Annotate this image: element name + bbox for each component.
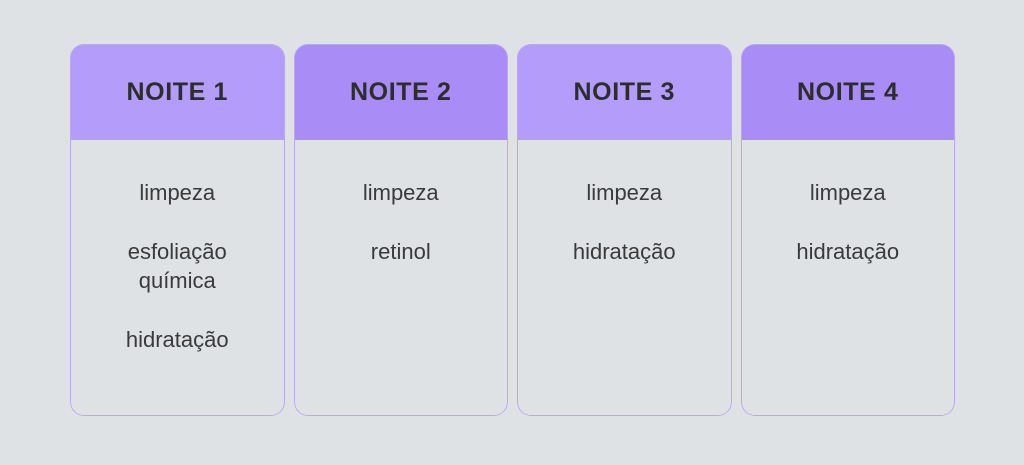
card-header-noite-4: NOITE 4 (740, 44, 955, 140)
routine-step: limpeza (586, 180, 663, 205)
card-header-noite-2: NOITE 2 (293, 44, 508, 140)
card-title: NOITE 3 (573, 77, 675, 106)
card-title: NOITE 2 (350, 77, 452, 106)
card-body-noite-1: limpeza esfoliação química hidratação (70, 140, 285, 416)
routine-card-noite-3[interactable]: NOITE 3 limpeza hidratação (517, 44, 732, 416)
card-body-noite-2: limpeza retinol (293, 140, 508, 416)
card-title: NOITE 4 (797, 77, 899, 106)
night-routine-board: NOITE 1 limpeza esfoliação química hidra… (70, 44, 955, 416)
card-body-noite-3: limpeza hidratação (517, 140, 732, 416)
card-body-noite-4: limpeza hidratação (740, 140, 955, 416)
routine-step: limpeza (809, 180, 886, 205)
routine-step: limpeza (139, 180, 216, 205)
routine-step: retinol (370, 239, 431, 265)
routine-card-noite-4[interactable]: NOITE 4 limpeza hidratação (740, 44, 955, 416)
routine-step: hidratação (125, 327, 229, 353)
routine-step: limpeza (362, 180, 439, 205)
routine-step: hidratação (572, 239, 676, 265)
card-header-noite-1: NOITE 1 (70, 44, 285, 140)
routine-card-noite-2[interactable]: NOITE 2 limpeza retinol (293, 44, 508, 416)
routine-step: esfoliação química (127, 239, 227, 294)
routine-step: hidratação (796, 239, 900, 265)
routine-card-noite-1[interactable]: NOITE 1 limpeza esfoliação química hidra… (70, 44, 285, 416)
card-header-noite-3: NOITE 3 (517, 44, 732, 140)
card-title: NOITE 1 (126, 77, 228, 106)
